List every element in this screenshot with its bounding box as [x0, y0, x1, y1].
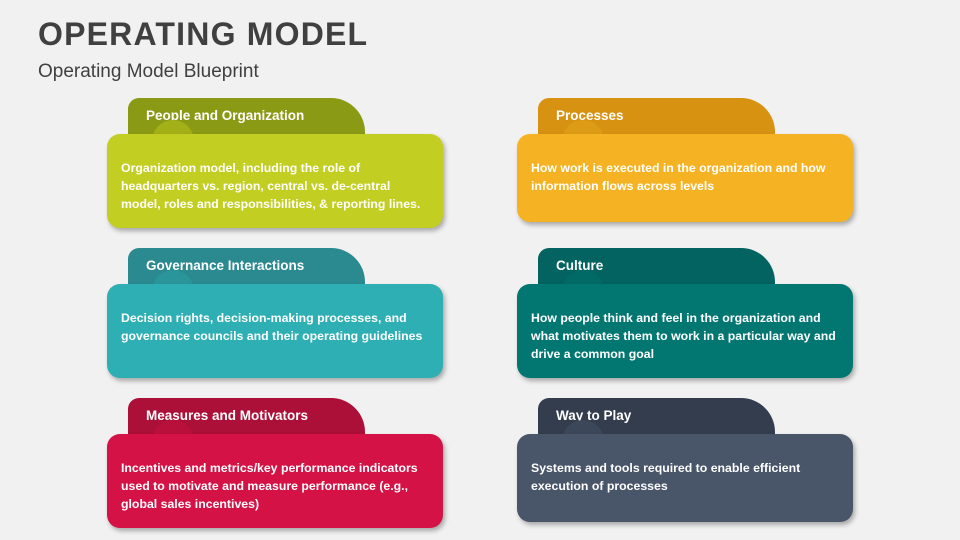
card-body-people-and-organization[interactable]: Organization model, including the role o… — [107, 134, 443, 228]
card-title-culture: Culture — [556, 258, 604, 273]
card-title-measures-and-motivators: Measures and Motivators — [146, 408, 309, 423]
card-description-way-to-play: Systems and tools required to enable eff… — [531, 461, 801, 493]
card-body-processes[interactable]: How work is executed in the organization… — [517, 134, 853, 222]
card-description-measures-and-motivators: Incentives and metrics/key performance i… — [121, 461, 418, 511]
page-subtitle: Operating Model Blueprint — [38, 60, 259, 82]
card-title-people-and-organization: People and Organization — [146, 108, 305, 123]
card-title-governance-interactions: Governance Interactions — [146, 258, 305, 273]
card-description-governance-interactions: Decision rights, decision-making process… — [121, 311, 423, 343]
card-body-measures-and-motivators[interactable]: Incentives and metrics/key performance i… — [107, 434, 443, 528]
card-title-processes: Processes — [556, 108, 624, 123]
card-body-governance-interactions[interactable]: Decision rights, decision-making process… — [107, 284, 443, 378]
card-description-processes: How work is executed in the organization… — [531, 161, 826, 193]
card-description-culture: How people think and feel in the organiz… — [531, 311, 836, 361]
card-body-way-to-play[interactable]: Systems and tools required to enable eff… — [517, 434, 853, 522]
title-block: OPERATING MODEL Operating Model Blueprin… — [38, 16, 368, 83]
card-description-people-and-organization: Organization model, including the role o… — [121, 161, 421, 211]
card-title-way-to-play: Way to Play — [556, 408, 632, 423]
card-body-culture[interactable]: How people think and feel in the organiz… — [517, 284, 853, 378]
page-title: OPERATING MODEL — [38, 16, 369, 52]
